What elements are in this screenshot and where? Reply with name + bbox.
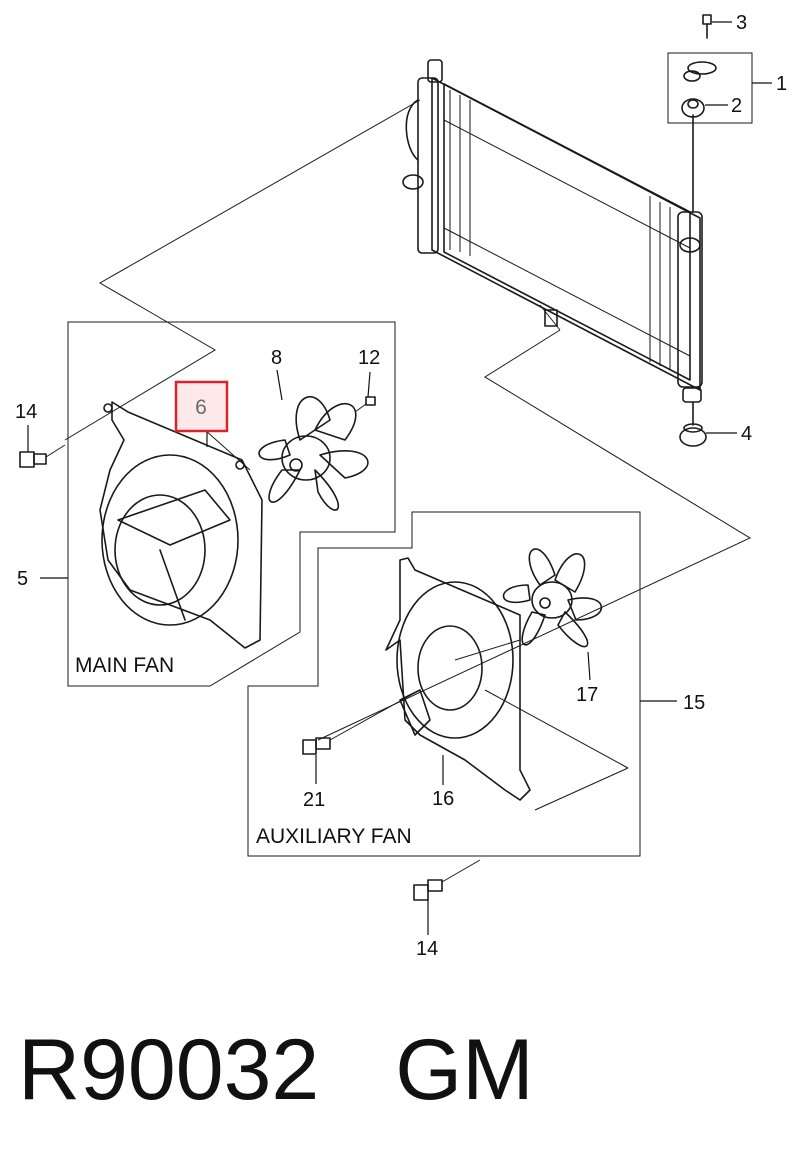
main-fan-shroud (99, 401, 263, 649)
callout-6: 6 (195, 396, 207, 419)
auxiliary-fan-shroud (385, 557, 629, 811)
callout-16[interactable]: 16 (432, 788, 454, 810)
brand-name: GM (395, 1022, 534, 1118)
callout-5[interactable]: 5 (17, 568, 28, 590)
highlight-box (174, 380, 229, 433)
callout-labels: 1 2 3 4 5 8 12 14 15 16 17 21 14 (15, 12, 787, 960)
callout-12[interactable]: 12 (358, 347, 380, 369)
main-fan-box (64, 311, 396, 687)
leader-lines (27, 21, 772, 935)
callout-21[interactable]: 21 (303, 789, 325, 811)
lower-mount-part (679, 423, 707, 447)
radiator-drawing (98, 59, 752, 741)
auxiliary-fan-blade (502, 548, 603, 648)
auxiliary-fan-label: AUXILIARY FAN (256, 825, 412, 848)
main-fan-label: MAIN FAN (75, 654, 174, 677)
callout-2[interactable]: 2 (731, 95, 742, 117)
bolt-14-bottom (413, 859, 481, 901)
callout-14-bottom[interactable]: 14 (416, 938, 438, 960)
part-code-footer: R90032 GM (18, 1015, 798, 1125)
callout-4[interactable]: 4 (741, 423, 752, 445)
auxiliary-fan-box (247, 511, 641, 857)
callout-14-left[interactable]: 14 (15, 401, 37, 423)
callout-8[interactable]: 8 (271, 347, 282, 369)
callout-15[interactable]: 15 (683, 692, 705, 714)
main-fan-blade (258, 396, 376, 511)
bolt-14-left (19, 444, 66, 468)
upper-mount-parts (667, 14, 753, 124)
bolt-21 (302, 689, 421, 755)
callout-17[interactable]: 17 (576, 684, 598, 706)
part-code: R90032 (18, 1022, 320, 1118)
callout-1[interactable]: 1 (776, 73, 787, 95)
callout-3[interactable]: 3 (736, 12, 747, 34)
highlighted-part-callout[interactable]: 6 (174, 380, 229, 433)
